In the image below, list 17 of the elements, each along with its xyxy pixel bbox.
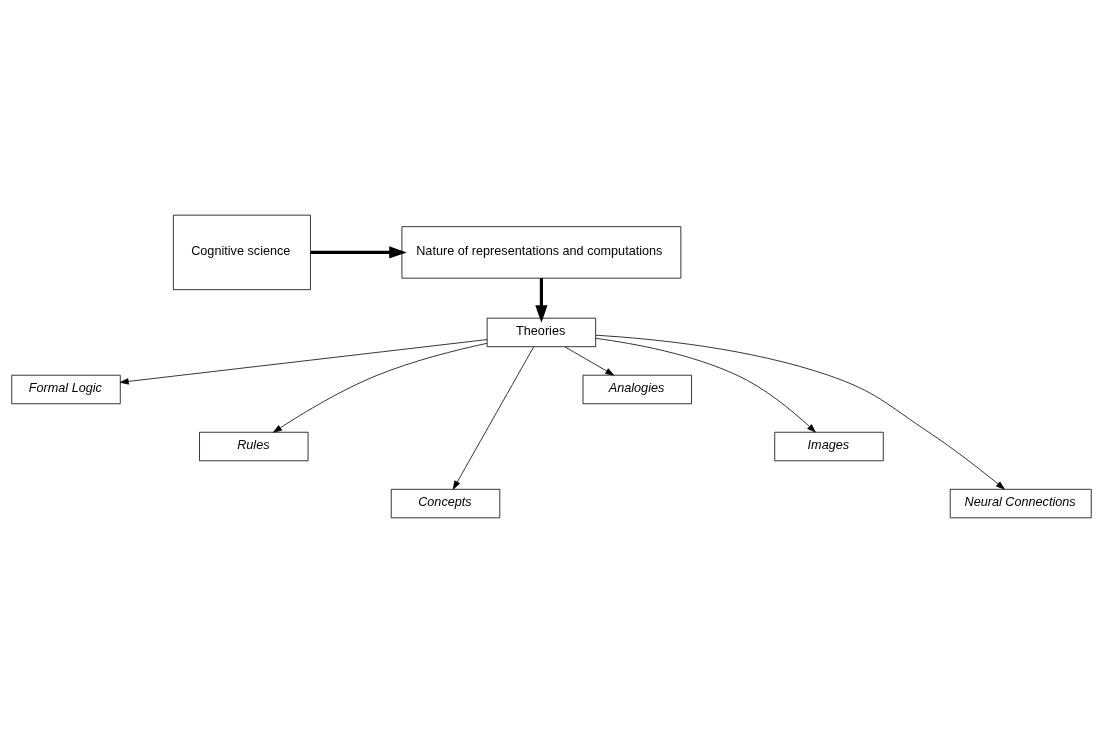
node-box: Analogies: [582, 374, 692, 404]
node-box: Nature of representations and computations: [401, 225, 682, 279]
node-box: Theories: [486, 317, 597, 347]
arrow: [535, 277, 548, 323]
arrow: [119, 338, 488, 385]
node-box: Formal Logic: [11, 374, 121, 404]
arrow: [273, 342, 488, 433]
node-box: Cognitive science: [172, 214, 311, 290]
arrow: [564, 345, 615, 375]
arrow: [595, 334, 1005, 489]
node-box: Neural Connections: [949, 488, 1092, 518]
node-box: Rules: [199, 431, 309, 461]
arrow: [310, 245, 407, 259]
arrow: [595, 337, 816, 432]
node-box: Concepts: [390, 488, 501, 518]
node-box: Images: [774, 431, 884, 461]
arrow: [452, 345, 535, 490]
